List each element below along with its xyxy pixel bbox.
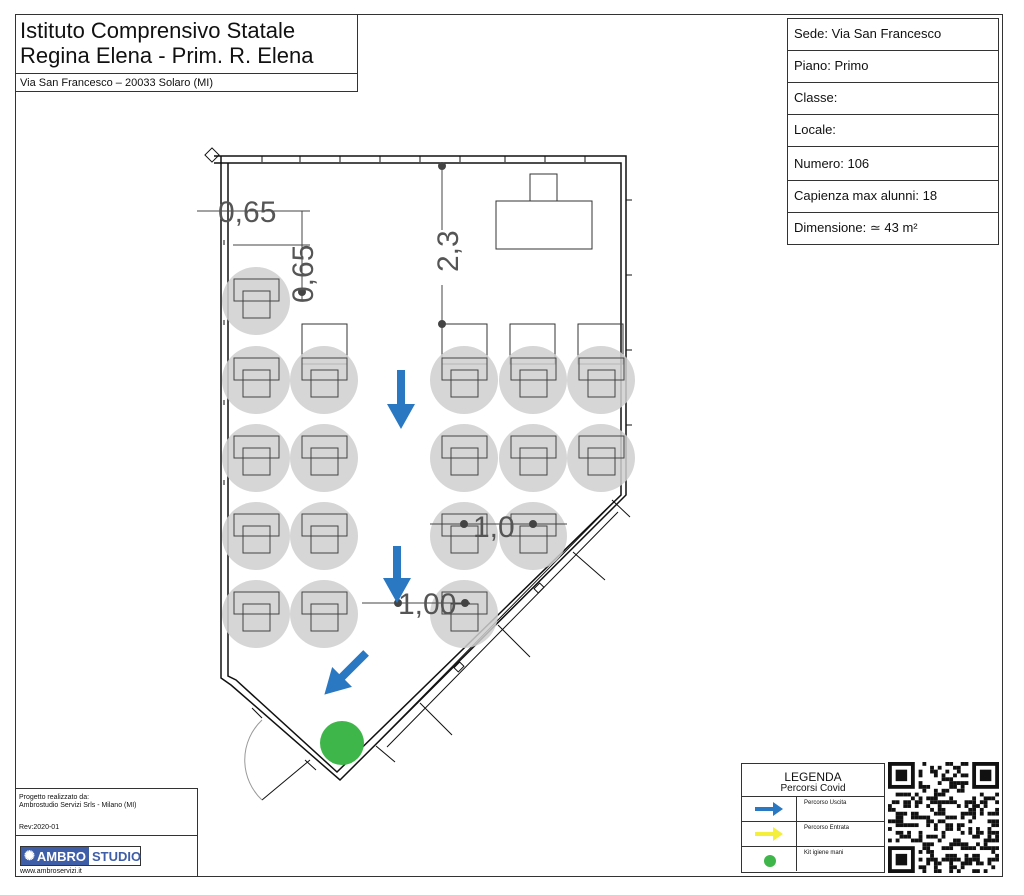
dot-icon <box>742 847 797 871</box>
room-info-table: Sede: Via San Francesco Piano: Primo Cla… <box>787 18 999 245</box>
desk <box>233 278 280 302</box>
dimension-lines <box>197 162 567 607</box>
student-desks <box>222 267 635 648</box>
legend-title: LEGENDA <box>784 770 842 784</box>
arrow-right-icon <box>742 822 797 846</box>
exit-path-arrow-icon <box>383 546 411 603</box>
desk <box>301 591 348 615</box>
exit-path-arrow-icon <box>387 370 415 429</box>
chair <box>519 447 548 476</box>
sun-icon: ✺ <box>24 848 35 863</box>
desk <box>301 513 348 537</box>
legend-row-exit: Percorso Uscita <box>742 796 884 821</box>
info-piano: Piano: Primo <box>788 51 998 83</box>
desk <box>510 513 557 537</box>
ambrostudio-logo: ✺AMBRO STUDIO <box>20 846 141 866</box>
desk <box>441 357 488 381</box>
teacher-desk <box>495 173 593 250</box>
title-divider <box>15 73 357 74</box>
desk <box>578 435 625 459</box>
info-sede: Sede: Via San Francesco <box>788 19 998 51</box>
title-block: Istituto Comprensivo Statale Regina Elen… <box>15 14 358 92</box>
chair <box>242 603 271 632</box>
logo-part-b: STUDIO <box>92 848 142 864</box>
arrow-right-icon <box>742 797 797 821</box>
chair <box>242 525 271 554</box>
chair <box>587 447 616 476</box>
dimension-label-4: 1,0 <box>473 511 515 544</box>
chair <box>450 447 479 476</box>
chair <box>310 447 339 476</box>
chair <box>587 369 616 398</box>
desk <box>301 435 348 459</box>
dimension-label-2: 0,65 <box>287 245 320 303</box>
desk <box>441 435 488 459</box>
desk <box>233 435 280 459</box>
desk <box>233 357 280 381</box>
chair <box>450 369 479 398</box>
chair <box>242 290 271 319</box>
desk <box>301 357 348 381</box>
desk <box>441 513 488 537</box>
legend-subtitle: Percorsi Covid <box>780 783 846 794</box>
credits-divider <box>15 835 197 836</box>
legend-row-kit: Kit igiene mani <box>742 846 884 873</box>
legend-label: Percorso Uscita <box>804 800 847 806</box>
drawing-frame <box>15 14 1003 877</box>
dimension-label-1: 0,65 <box>218 196 276 229</box>
hygiene-kit-marker <box>320 721 364 765</box>
chair <box>242 369 271 398</box>
school-address: Via San Francesco – 20033 Solaro (MI) <box>20 77 214 89</box>
legend-label: Kit igiene mani <box>804 850 844 856</box>
credits-block: Progetto realizzato da: Ambrostudio Serv… <box>15 788 198 877</box>
info-capienza: Capienza max alunni: 18 <box>788 181 998 213</box>
dimension-label-5: 1,00 <box>398 588 456 621</box>
chair <box>519 369 548 398</box>
legend: LEGENDA Percorsi Covid Percorso Uscita P… <box>741 763 885 873</box>
legend-row-entry: Percorso Entrata <box>742 821 884 846</box>
credits-line2: Ambrostudio Servizi Srls - Milano (MI) <box>19 802 137 809</box>
credits-line1: Progetto realizzato da: <box>19 794 90 801</box>
qr-code <box>888 762 999 873</box>
info-locale: Locale: <box>788 115 998 147</box>
desk <box>233 513 280 537</box>
wall-ticks <box>223 156 632 485</box>
info-classe: Classe: <box>788 83 998 115</box>
school-name-line1: Istituto Comprensivo Statale <box>20 18 296 43</box>
desk <box>510 357 557 381</box>
desk <box>578 357 625 381</box>
dimension-label-3: 2,3 <box>432 230 465 272</box>
website-url: www.ambroservizi.it <box>20 868 82 875</box>
school-name-line2: Regina Elena - Prim. R. Elena <box>20 43 314 68</box>
logo-part-a: AMBRO <box>36 848 87 864</box>
chair <box>310 603 339 632</box>
info-numero: Numero: 106 <box>788 149 998 181</box>
exit-path-arrow-icon <box>324 650 369 695</box>
chair <box>242 447 271 476</box>
info-dimensione: Dimensione: ≃ 43 m² <box>794 220 918 235</box>
desk <box>510 435 557 459</box>
revision: Rev:2020-01 <box>19 824 60 831</box>
desk <box>233 591 280 615</box>
chair <box>310 369 339 398</box>
chair <box>310 525 339 554</box>
legend-label: Percorso Entrata <box>804 825 850 831</box>
